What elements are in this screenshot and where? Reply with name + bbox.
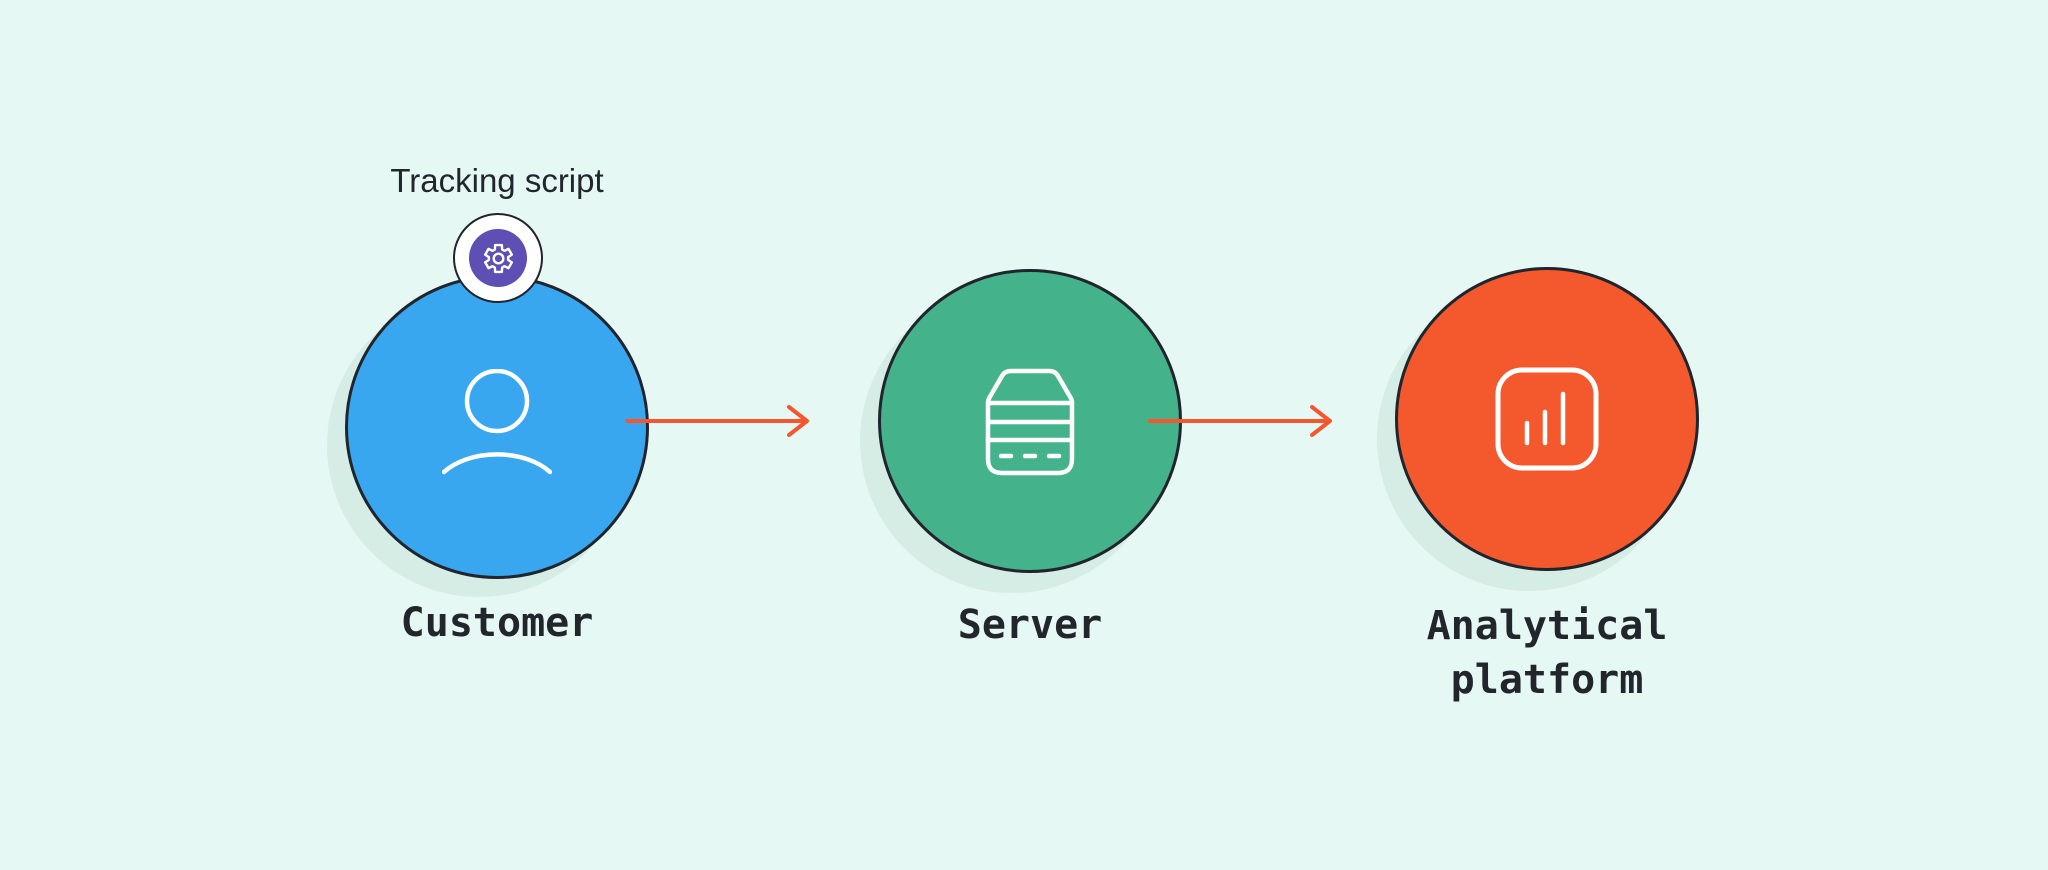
- tracking-script-badge: [453, 213, 543, 303]
- tracking-script-label: Tracking script: [390, 162, 604, 199]
- tracking-script-badge-inner: [469, 229, 527, 287]
- server-icon: [985, 368, 1075, 476]
- gear-icon: [483, 243, 513, 273]
- node-label-customer: Customer: [400, 600, 594, 646]
- arrow-server-to-analytical-platform: [1148, 405, 1332, 437]
- server-node: [878, 269, 1182, 573]
- node-label-server: Server: [957, 602, 1103, 648]
- node-label-line-1: Analytical: [1426, 603, 1668, 649]
- node-label-analytical-platform: Analytical platform: [1427, 599, 1668, 707]
- arrow-customer-to-server: [625, 405, 809, 437]
- user-icon: [442, 369, 552, 475]
- bar-chart-icon: [1495, 367, 1599, 471]
- node-label-line-2: platform: [1450, 657, 1644, 703]
- analytical-platform-node: [1395, 267, 1699, 571]
- customer-node: [345, 275, 649, 579]
